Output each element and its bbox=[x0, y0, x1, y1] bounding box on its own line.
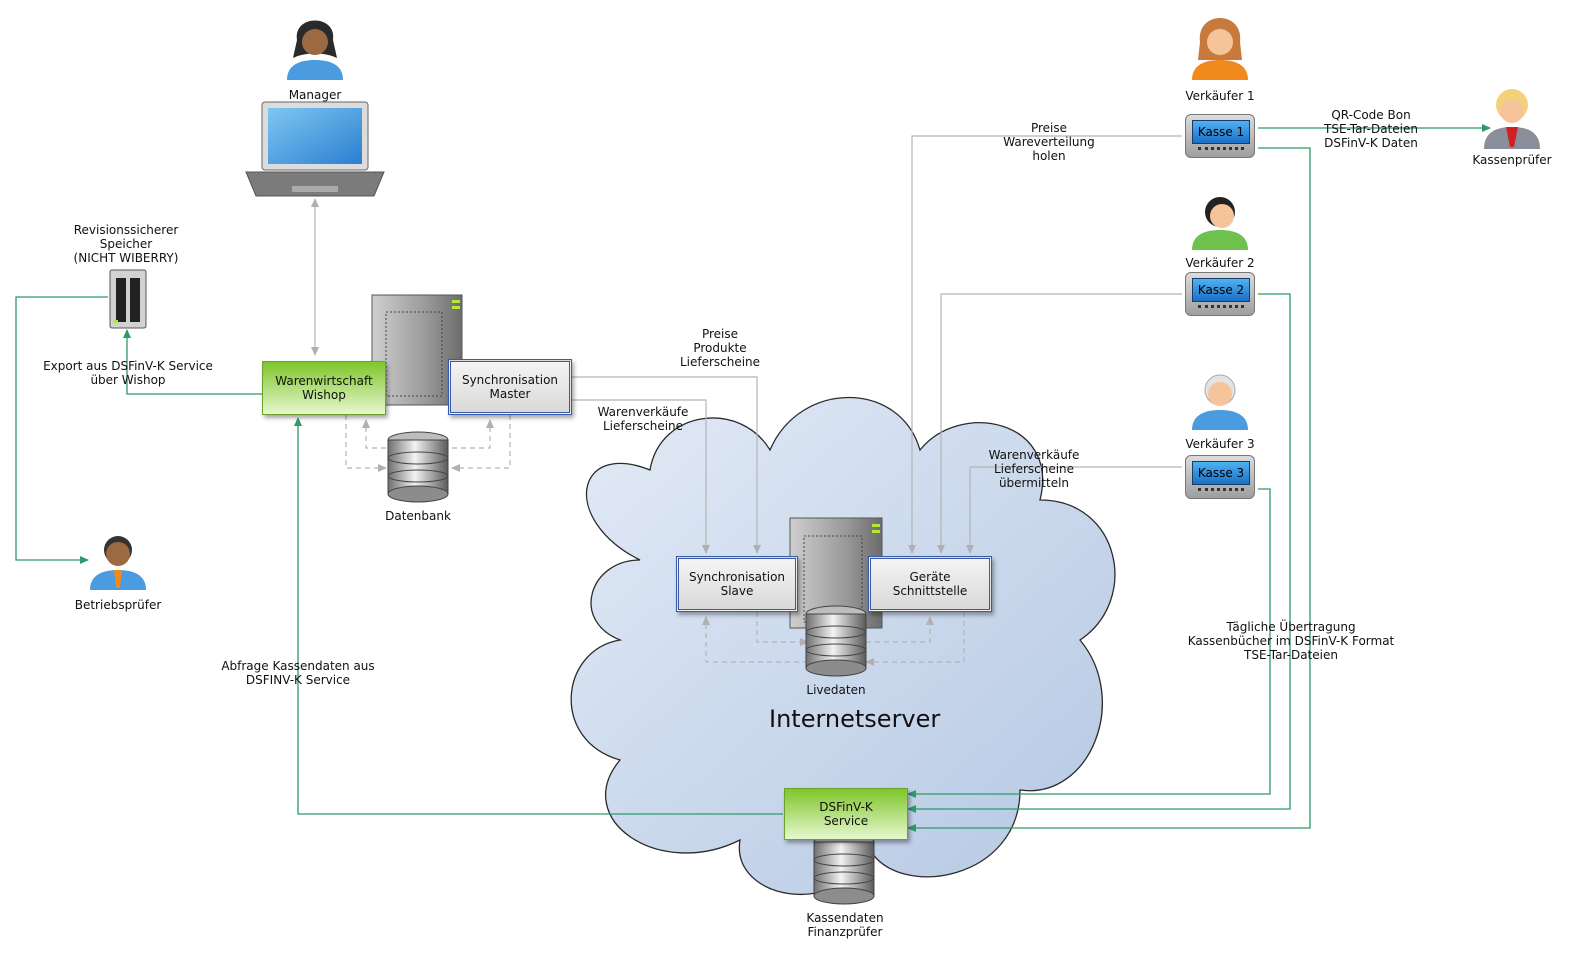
label-livedaten: Livedaten bbox=[806, 683, 866, 697]
nas-icon bbox=[109, 269, 147, 329]
label-revisionsspeicher: Revisionssicherer Speicher (NICHT WIBERR… bbox=[73, 223, 179, 265]
node-synchronisation-slave[interactable]: Synchronisation Slave bbox=[676, 556, 798, 612]
label-kassendaten: Kassendaten Finanzprüfer bbox=[806, 911, 884, 939]
node-synchronisation-master[interactable]: Synchronisation Master bbox=[448, 359, 572, 415]
label-verkaeufer2: Verkäufer 2 bbox=[1185, 256, 1255, 270]
edge-label-preise-produkte: Preise Produkte Lieferscheine bbox=[679, 327, 761, 369]
edge-label-warenverkaeufe-master: Warenverkäufe Lieferscheine bbox=[597, 405, 689, 433]
label-verkaeufer3: Verkäufer 3 bbox=[1185, 437, 1255, 451]
green-connectors bbox=[15, 124, 1491, 832]
edge-kasse3-dsfinvk bbox=[907, 488, 1271, 798]
edge-label-taegliche-uebertragung: Tägliche Übertragung Kassenbücher im DSF… bbox=[1187, 620, 1395, 662]
pos-terminal-icon-kasse1[interactable]: Kasse 1 bbox=[1185, 114, 1255, 158]
grey-connectors bbox=[311, 135, 1182, 554]
pos-terminal-icon-kasse2[interactable]: Kasse 2 bbox=[1185, 272, 1255, 316]
kasse1-label: Kasse 1 bbox=[1192, 120, 1250, 144]
edge-label-abfrage: Abfrage Kassendaten aus DSFINV-K Service bbox=[221, 659, 375, 687]
person-icon-verkaeufer2 bbox=[1192, 197, 1248, 250]
dashed-connectors bbox=[345, 415, 965, 666]
label-kassenpruefer: Kassenprüfer bbox=[1472, 153, 1552, 167]
edge-revision-betriebspruefer bbox=[15, 296, 108, 564]
edge-label-preise-holen: Preise Wareverteilung holen bbox=[1003, 121, 1095, 163]
person-icon-betriebspruefer bbox=[90, 536, 146, 590]
laptop-icon bbox=[245, 101, 385, 197]
kasse3-label: Kasse 3 bbox=[1192, 461, 1250, 485]
database-icon-livedaten bbox=[805, 605, 867, 677]
edge-kasse1-dsfinvk bbox=[907, 147, 1311, 832]
edge-abfrage bbox=[294, 417, 783, 815]
label-datenbank: Datenbank bbox=[385, 509, 451, 523]
label-verkaeufer1: Verkäufer 1 bbox=[1185, 89, 1255, 103]
person-icon-kassenpruefer bbox=[1484, 89, 1540, 149]
person-icon-verkaeufer3 bbox=[1192, 374, 1248, 430]
edge-kasse2-dsfinvk bbox=[907, 293, 1291, 813]
label-manager: Manager bbox=[288, 88, 342, 102]
database-icon-kassendaten bbox=[813, 833, 875, 905]
edge-master-slave-verkaeufe bbox=[572, 399, 710, 554]
edge-label-export: Export aus DSFinV-K Service über Wishop bbox=[43, 359, 213, 387]
database-icon-datenbank bbox=[387, 431, 449, 503]
edge-label-warenverkaeufe-uebermitteln: Warenverkäufe Lieferscheine übermitteln bbox=[988, 448, 1080, 490]
node-dsfinvk-service[interactable]: DSFinV-K Service bbox=[784, 788, 908, 840]
server-icon-wishop bbox=[371, 294, 463, 406]
pos-terminal-icon-kasse3[interactable]: Kasse 3 bbox=[1185, 455, 1255, 499]
edge-master-slave-preise bbox=[572, 376, 761, 554]
cloud-title: Internetserver bbox=[769, 705, 941, 733]
kasse2-label: Kasse 2 bbox=[1192, 278, 1250, 302]
person-icon-verkaeufer1 bbox=[1192, 18, 1248, 80]
label-betriebspruefer: Betriebsprüfer bbox=[74, 598, 162, 612]
edge-kasse1-geraete bbox=[908, 135, 1182, 554]
edge-label-qr-code: QR-Code Bon TSE-Tar-Dateien DSFinV-K Dat… bbox=[1324, 108, 1418, 150]
edge-kasse2-geraete bbox=[937, 293, 1182, 554]
person-icon-manager bbox=[287, 20, 343, 80]
edge-export bbox=[123, 329, 262, 395]
node-warenwirtschaft-wishop[interactable]: Warenwirtschaft Wishop bbox=[262, 361, 386, 415]
edge-kasse3-geraete bbox=[966, 466, 1182, 554]
node-geraete-schnittstelle[interactable]: Geräte Schnittstelle bbox=[868, 556, 992, 612]
